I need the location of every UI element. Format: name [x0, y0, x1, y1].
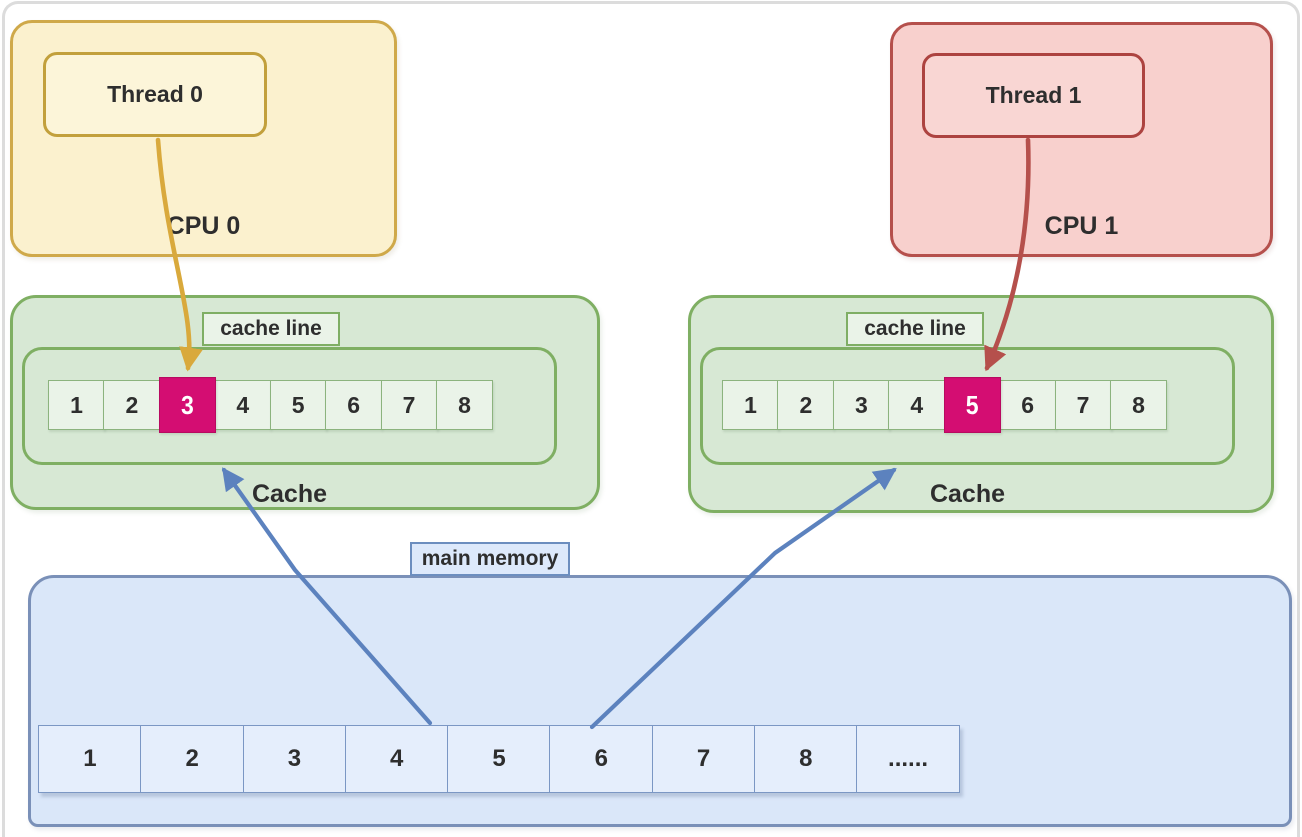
cell: 2: [103, 380, 161, 430]
cell: 8: [435, 380, 493, 430]
highlighted-cache-cell: 3: [158, 377, 216, 433]
left-cache-line-label: cache line: [202, 312, 340, 346]
cell: 5: [269, 380, 327, 430]
cell: 5: [447, 725, 551, 793]
cell: 4: [214, 380, 272, 430]
cell: 8: [1109, 380, 1167, 430]
cell: 4: [888, 380, 946, 430]
cell: 1: [38, 725, 142, 793]
left-cache-label: Cache: [251, 480, 328, 508]
cell: 8: [753, 725, 858, 793]
cpu0-label: CPU 0: [166, 212, 241, 240]
cell: 6: [325, 380, 383, 430]
thread0-label: Thread 0: [107, 81, 203, 107]
main-memory-label: main memory: [410, 542, 570, 576]
thread1-box: Thread 1: [922, 53, 1145, 138]
cell: 6: [999, 380, 1057, 430]
cell: 3: [242, 725, 347, 793]
cell: ......: [856, 725, 960, 793]
cell: 2: [140, 725, 245, 793]
thread1-label: Thread 1: [985, 82, 1082, 108]
cell: 7: [1054, 380, 1112, 430]
cell: 3: [832, 380, 890, 430]
cell: 6: [549, 725, 654, 793]
cell: 7: [380, 380, 438, 430]
cell: 7: [651, 725, 756, 793]
cell: 2: [777, 380, 835, 430]
right-cache-line-label: cache line: [846, 312, 984, 346]
cell: 1: [722, 380, 780, 430]
right-cache-label: Cache: [929, 480, 1006, 508]
cpu1-label: CPU 1: [1044, 212, 1119, 240]
highlighted-cache-cell: 5: [943, 377, 1001, 433]
cell: 1: [48, 380, 106, 430]
thread0-box: Thread 0: [43, 52, 267, 137]
cell: 4: [344, 725, 449, 793]
